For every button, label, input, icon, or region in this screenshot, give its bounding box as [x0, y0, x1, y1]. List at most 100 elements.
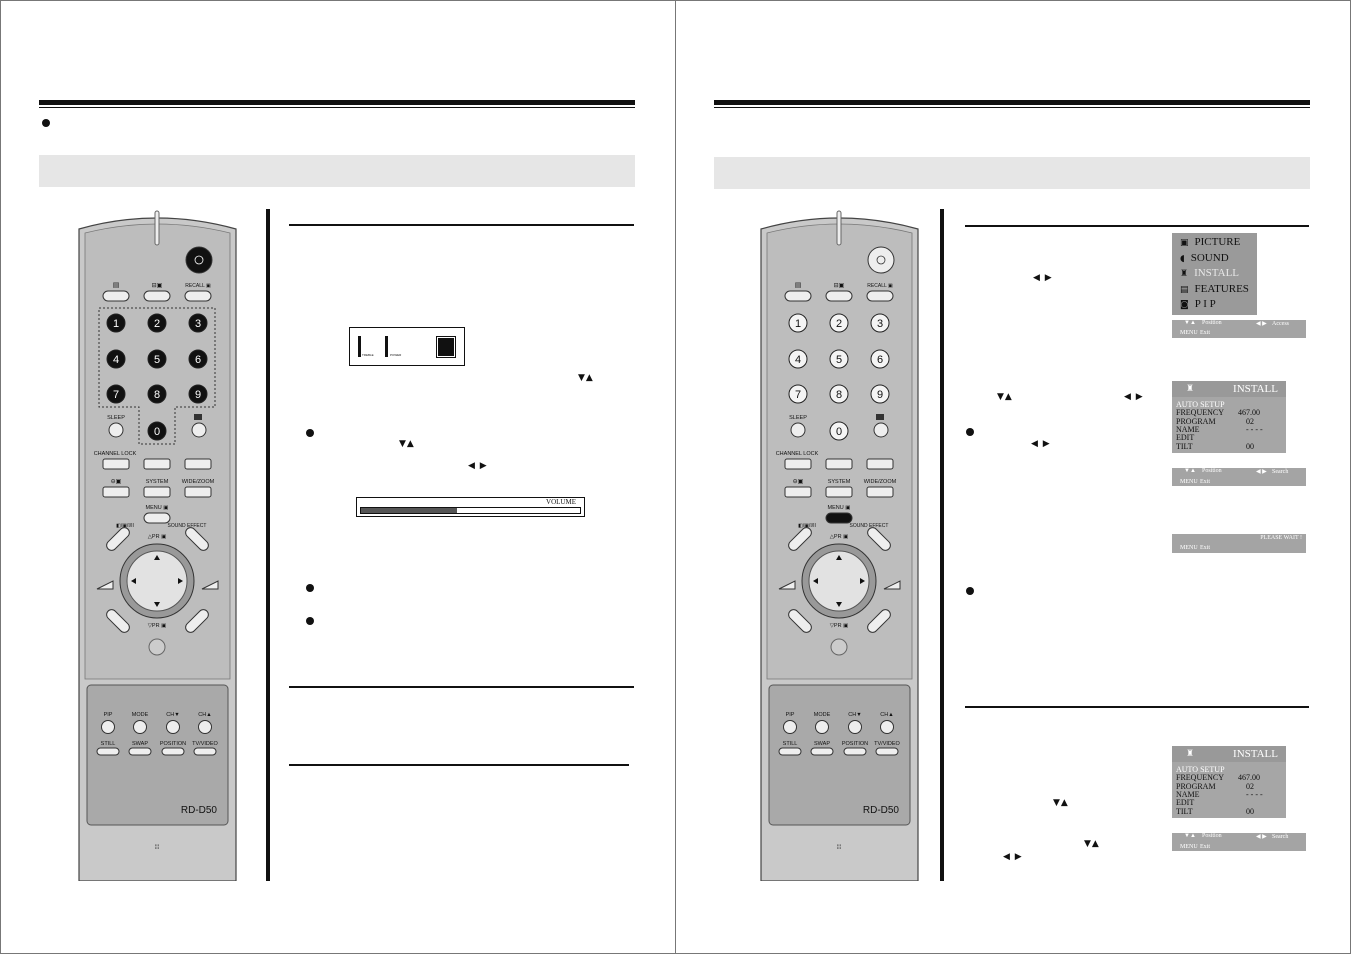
digit-button-0[interactable] [829, 421, 849, 441]
menu-button[interactable] [825, 512, 853, 524]
ch-up-button[interactable] [198, 720, 212, 734]
install-row-label[interactable]: NAME [1176, 424, 1200, 434]
sleep-label: SLEEP [107, 415, 125, 421]
install-row-label[interactable]: TILT [1176, 441, 1193, 451]
mode-button[interactable] [133, 720, 147, 734]
volume-up-button[interactable] [201, 580, 219, 590]
ch-up-button[interactable] [880, 720, 894, 734]
power-button[interactable] [185, 246, 213, 274]
install-row-label[interactable]: EDIT [1176, 433, 1195, 443]
menu-button[interactable] [784, 290, 812, 302]
digit-button-0[interactable] [147, 421, 167, 441]
install-row-label[interactable]: EDIT [1176, 798, 1195, 808]
sound-effect-button[interactable] [866, 526, 893, 553]
digit-label: 8 [836, 389, 842, 401]
pip-button[interactable] [143, 290, 171, 302]
install-row-label[interactable]: AUTO SETUP [1176, 400, 1225, 409]
sleep-button[interactable] [108, 422, 124, 438]
channel-lock-button[interactable] [784, 458, 812, 470]
still-button[interactable] [96, 747, 120, 756]
digit-button-3[interactable] [188, 313, 208, 333]
hint-exit: Exit [1200, 330, 1210, 336]
digit-button-1[interactable] [788, 313, 808, 333]
position-button[interactable] [161, 747, 185, 756]
digit-button-1[interactable] [106, 313, 126, 333]
dpad[interactable] [126, 550, 188, 612]
blank-button[interactable] [866, 458, 894, 470]
digit-button-8[interactable] [147, 384, 167, 404]
digit-button-5[interactable] [147, 349, 167, 369]
aspect-button[interactable] [784, 486, 812, 498]
pip-button[interactable] [783, 720, 797, 734]
wide-zoom-button[interactable] [184, 486, 212, 498]
logo-mark [830, 638, 848, 656]
digit-button-4[interactable] [106, 349, 126, 369]
digit-button-3[interactable] [870, 313, 890, 333]
digit-button-6[interactable] [870, 349, 890, 369]
power-button[interactable] [867, 246, 895, 274]
digit-button-2[interactable] [147, 313, 167, 333]
blank-button[interactable] [184, 458, 212, 470]
picture-mode-button[interactable] [105, 608, 132, 635]
install-row-label[interactable]: PROGRAM [1176, 781, 1216, 791]
freeze-button[interactable] [184, 608, 211, 635]
tv-video-button[interactable] [875, 747, 899, 756]
pip-button[interactable] [825, 290, 853, 302]
sound-effect-button[interactable] [184, 526, 211, 553]
blank-button[interactable] [825, 458, 853, 470]
channel-lock-button[interactable] [102, 458, 130, 470]
blank-button[interactable] [143, 458, 171, 470]
audio-mode-button[interactable] [787, 526, 814, 553]
install-row-label[interactable]: TILT [1176, 806, 1193, 816]
digit-button-8[interactable] [829, 384, 849, 404]
menu-item-sound[interactable]: ◖SOUND [1180, 252, 1229, 264]
digit-button-9[interactable] [870, 384, 890, 404]
mute-button[interactable] [191, 422, 207, 438]
digit-button-7[interactable] [106, 384, 126, 404]
menu-button[interactable] [143, 512, 171, 524]
digit-button-5[interactable] [829, 349, 849, 369]
digit-button-9[interactable] [188, 384, 208, 404]
menu-item-features[interactable]: ▤FEATURES [1180, 283, 1249, 295]
menu-item-install[interactable]: ♜INSTALL [1180, 267, 1239, 279]
volume-down-button[interactable] [96, 580, 114, 590]
leftright-arrows: ◀ ▶ [1003, 852, 1023, 862]
install-row-label[interactable]: NAME [1176, 789, 1200, 799]
menu-item-picture[interactable]: ▣PICTURE [1180, 236, 1240, 248]
audio-mode-button[interactable] [105, 526, 132, 553]
install-row-label[interactable]: FREQUENCY [1176, 408, 1225, 418]
install-row-label[interactable]: FREQUENCY [1176, 773, 1225, 783]
still-button[interactable] [778, 747, 802, 756]
digit-button-2[interactable] [829, 313, 849, 333]
install-row-label[interactable]: AUTO SETUP [1176, 765, 1225, 774]
recall-button[interactable] [866, 290, 894, 302]
picture-mode-button[interactable] [787, 608, 814, 635]
position-button[interactable] [843, 747, 867, 756]
digit-button-6[interactable] [188, 349, 208, 369]
volume-up-button[interactable] [883, 580, 901, 590]
freeze-button[interactable] [866, 608, 893, 635]
leftright-arrows: ◀ ▶ [1033, 273, 1053, 283]
menu-item-pip[interactable]: ◙P I P [1180, 298, 1216, 310]
mode-button[interactable] [815, 720, 829, 734]
volume-down-button[interactable] [778, 580, 796, 590]
aspect-button[interactable] [102, 486, 130, 498]
swap-button[interactable] [128, 747, 152, 756]
dpad[interactable] [808, 550, 870, 612]
wide-zoom-button[interactable] [866, 486, 894, 498]
swap-button[interactable] [810, 747, 834, 756]
menu-button[interactable] [102, 290, 130, 302]
mute-button[interactable] [873, 422, 889, 438]
ch-down-button[interactable] [848, 720, 862, 734]
system-button[interactable] [825, 486, 853, 498]
digit-button-4[interactable] [788, 349, 808, 369]
tv-video-button[interactable] [193, 747, 217, 756]
recall-button[interactable] [184, 290, 212, 302]
system-button[interactable] [143, 486, 171, 498]
pip-button[interactable] [101, 720, 115, 734]
digit-button-7[interactable] [788, 384, 808, 404]
ch-down-button[interactable] [166, 720, 180, 734]
install-row-label[interactable]: PROGRAM [1176, 416, 1216, 426]
sleep-button[interactable] [790, 422, 806, 438]
